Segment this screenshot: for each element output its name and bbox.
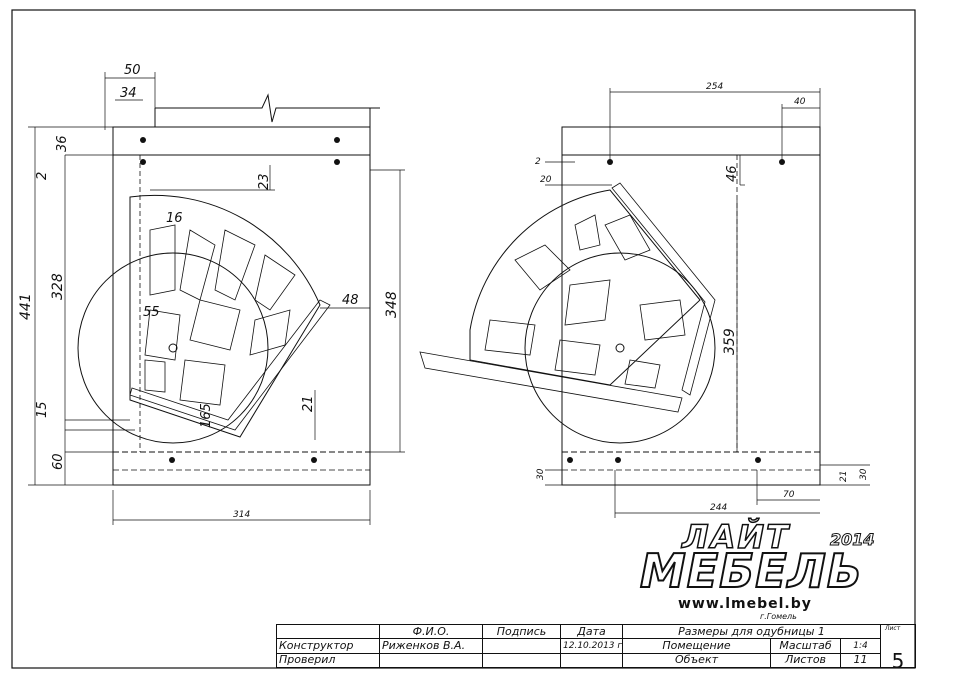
right-dim-20: 20 [540, 175, 552, 185]
right-fasteners [567, 159, 785, 463]
left-dimension-lines [28, 72, 405, 525]
left-shelf-outline [129, 194, 321, 438]
left-dim-23: 23 [257, 173, 272, 190]
left-front-panel [129, 299, 331, 431]
left-dim-314: 314 [233, 510, 250, 520]
right-dim-30-right: 30 [859, 468, 869, 480]
left-cabinet-outline [112, 126, 371, 486]
left-dim-36: 36 [55, 135, 70, 152]
stamp-date: 12.10.2013 г. [560, 638, 623, 654]
stamp-scale-label: Масштаб [770, 638, 841, 654]
stamp-sheet-label: Лист [885, 625, 901, 632]
right-cabinet-outline [561, 126, 821, 486]
logo-year: 2014 [830, 530, 876, 550]
right-dim-46: 46 [725, 165, 740, 182]
stamp-designer-name: Риженков В.А. [379, 638, 483, 654]
stamp-designer-role: Конструктор [276, 638, 380, 654]
right-dim-21: 21 [839, 471, 849, 482]
left-view: 50 34 36 2 441 328 15 60 23 16 55 165 48… [18, 63, 405, 525]
stamp-checker-date [560, 652, 623, 669]
stamp-checker-sign [482, 652, 561, 669]
right-shelf-outline [469, 189, 701, 386]
right-carousel-circle [524, 252, 716, 444]
right-dimension-lines [545, 88, 870, 518]
stamp-designer-sign [482, 638, 561, 654]
right-dim-359: 359 [722, 328, 738, 355]
left-dim-348: 348 [384, 291, 400, 318]
left-dim-328: 328 [50, 273, 66, 300]
logo-city: г.Гомель [760, 612, 797, 621]
right-dim-2: 2 [535, 157, 541, 167]
stamp-sheets-label: Листов [770, 652, 841, 669]
right-dim-244: 244 [710, 503, 727, 513]
left-dim-15: 15 [35, 401, 50, 418]
left-dim-60: 60 [51, 453, 66, 470]
logo-url: www.lmebel.by [678, 596, 812, 612]
right-view: 254 40 2 20 46 359 30 21 30 70 244 [419, 82, 870, 518]
right-dim-40: 40 [794, 97, 806, 107]
stamp-header-date: Дата [560, 623, 623, 640]
drawing-frame [11, 9, 916, 669]
right-dim-70: 70 [783, 490, 795, 500]
left-dim-165: 165 [199, 403, 214, 428]
stamp-scale-value: 1:4 [839, 638, 882, 654]
stamp-header-sign: Подпись [482, 623, 561, 640]
stamp-title: Размеры для одубницы 1 [621, 623, 882, 640]
left-dim-34: 34 [120, 86, 137, 101]
left-worktop-break-line [155, 93, 380, 123]
stamp-checker-role: Проверил [276, 652, 380, 669]
stamp-empty-cell [276, 623, 380, 640]
stamp-checker-name [379, 652, 483, 669]
left-dim-48: 48 [342, 293, 359, 308]
stamp-room-label: Помещение [622, 638, 771, 654]
left-pivot-point [168, 343, 178, 353]
left-dim-50: 50 [124, 63, 141, 78]
left-shelf-cutouts [144, 224, 296, 406]
left-fasteners [140, 137, 340, 463]
right-dim-30-left: 30 [536, 468, 546, 480]
stamp-object-label: Объект [622, 652, 771, 669]
right-front-panel-lower [419, 351, 683, 413]
right-front-panel-upper [611, 182, 716, 396]
title-block: Ф.И.О. Подпись Дата Размеры для одубницы… [276, 623, 917, 669]
right-pivot-point [615, 343, 625, 353]
left-carousel-circle [77, 252, 269, 444]
company-logo: ЛАЙТ 2014 МЕБЕЛЬ www.lmebel.by г.Гомель [639, 517, 890, 621]
logo-line2: МЕБЕЛЬ [639, 543, 863, 599]
stamp-sheets-value: 11 [839, 652, 882, 669]
right-shelf-cutouts [484, 214, 686, 389]
left-dim-16: 16 [166, 211, 183, 226]
left-dim-2: 2 [35, 172, 50, 180]
left-dim-21: 21 [301, 395, 316, 412]
left-dim-441: 441 [18, 293, 34, 320]
stamp-header-name: Ф.И.О. [379, 623, 483, 640]
logo-line1: ЛАЙТ [681, 517, 790, 557]
left-dim-55: 55 [143, 305, 160, 320]
right-dim-254: 254 [706, 82, 723, 92]
stamp-sheet-number: 5 [880, 624, 917, 668]
